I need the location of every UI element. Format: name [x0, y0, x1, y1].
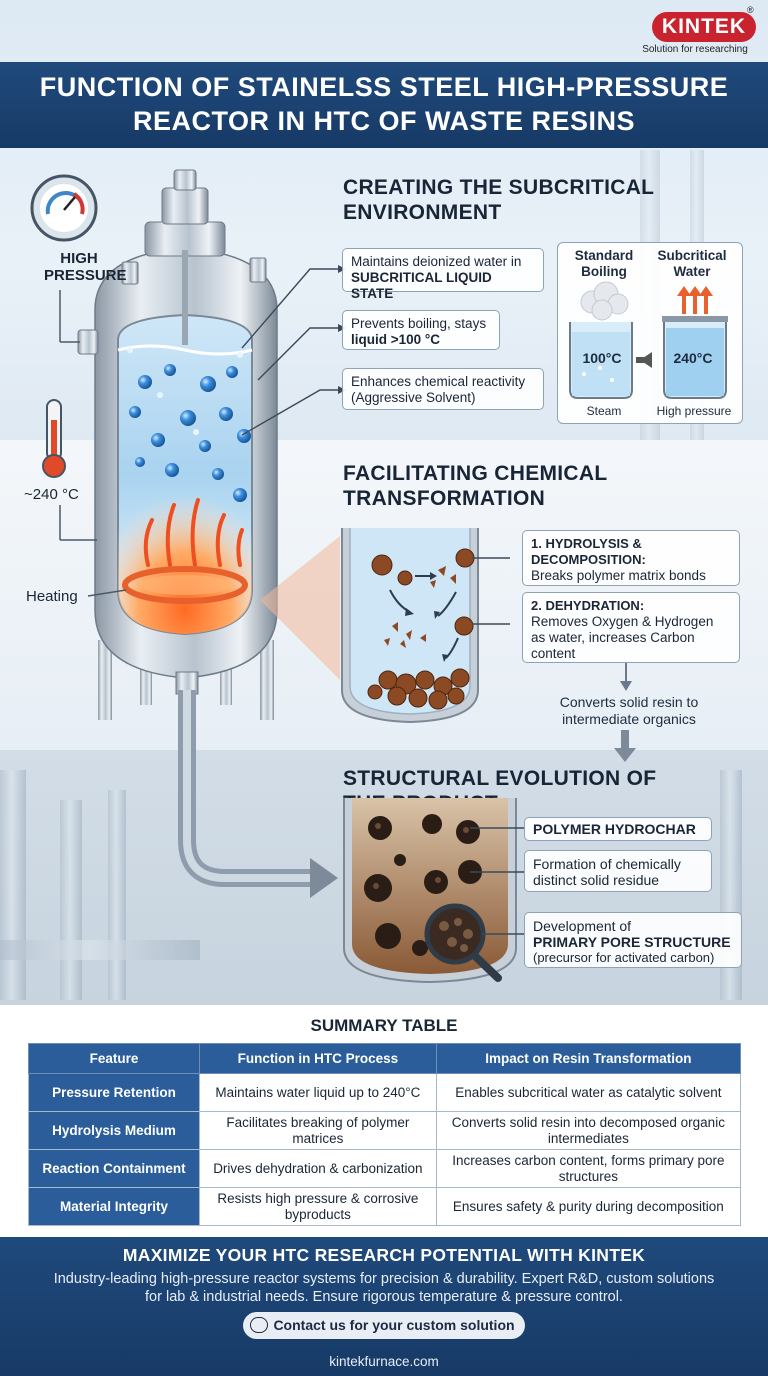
callout-polymer-hydrochar: POLYMER HYDROCHAR — [524, 817, 712, 841]
section-title-transformation: FACILITATING CHEMICAL TRANSFORMATION — [343, 462, 608, 510]
footer-description: Industry-leading high-pressure reactor s… — [53, 1271, 715, 1305]
pressure-lid — [662, 316, 728, 322]
table-cell: Pressure Retention — [28, 1073, 200, 1112]
water-molecules — [127, 347, 251, 502]
heating-label: Heating — [26, 588, 78, 605]
table-cell: Ensures safety & purity during decomposi… — [435, 1187, 742, 1226]
down-arrow-icon — [620, 663, 632, 691]
column-header: Feature — [28, 1043, 200, 1074]
mail-icon — [250, 1317, 268, 1333]
standard-boiling-title: Standard Boiling — [574, 248, 634, 279]
background-pipe — [108, 790, 126, 1000]
transformation-vessel — [260, 528, 510, 724]
table-row: Hydrolysis Medium Facilitates breaking o… — [28, 1111, 742, 1150]
pressure-port — [77, 329, 99, 355]
title-banner — [0, 62, 768, 148]
table-cell: Material Integrity — [28, 1187, 200, 1226]
background-pipe — [60, 800, 82, 1000]
zoom-beam — [260, 536, 340, 680]
table-header-row: Feature Function in HTC Process Impact o… — [28, 1043, 742, 1074]
table-cell: Increases carbon content, forms primary … — [435, 1149, 742, 1188]
table-cell: Facilitates breaking of polymer matrices — [199, 1111, 437, 1150]
temperature-label: ~240 °C — [24, 486, 79, 503]
resin-beads — [367, 548, 475, 710]
column-header: Function in HTC Process — [199, 1043, 437, 1074]
resin-fragments — [384, 566, 456, 648]
table-cell: Enables subcritical water as catalytic s… — [435, 1073, 742, 1112]
reactor-top — [161, 187, 209, 225]
brand-tagline: Solution for researching — [642, 44, 748, 55]
summary-table: Feature Function in HTC Process Impact o… — [28, 1043, 742, 1226]
table-cell: Drives dehydration & carbonization — [199, 1149, 437, 1188]
reactor-port — [249, 257, 267, 283]
heating-ring — [122, 566, 248, 604]
table-row: Pressure Retention Maintains water liqui… — [28, 1073, 742, 1112]
heating-zone — [118, 470, 252, 634]
heat-arrows — [143, 498, 244, 567]
reactor-leg — [98, 640, 112, 720]
subcritical-temp: 240°C — [673, 350, 713, 366]
footer-band — [0, 1237, 768, 1376]
background-pipe — [0, 940, 200, 960]
summary-title: SUMMARY TABLE — [310, 1016, 458, 1035]
callout-reactivity: Enhances chemical reactivity(Aggressive … — [342, 368, 544, 410]
table-row: Material Integrity Resists high pressure… — [28, 1187, 742, 1226]
table-cell: Resists high pressure & corrosive byprod… — [199, 1187, 437, 1226]
subcritical-water-title: Subcritical Water — [657, 248, 727, 279]
callout-pore-structure: Development of PRIMARY PORE STRUCTURE (p… — [524, 912, 742, 968]
reactor-port — [121, 261, 139, 285]
steam-caption: Steam — [586, 404, 622, 418]
water-surface — [117, 344, 253, 356]
background-pipe — [0, 770, 26, 1000]
reactor-leg — [260, 640, 274, 720]
converts-note: Converts solid resin to intermediate org… — [559, 694, 699, 727]
high-pressure-caption: High pressure — [656, 404, 732, 418]
brand-logo[interactable]: KINTEK — [652, 12, 756, 42]
column-header: Impact on Resin Transformation — [435, 1043, 742, 1074]
registered-mark: ® — [747, 5, 754, 15]
table-cell: Hydrolysis Medium — [28, 1111, 200, 1150]
pressure-label: HIGH PRESSURE — [44, 250, 127, 284]
callout-dehydration: 2. DEHYDRATION: Removes Oxygen & Hydroge… — [522, 592, 740, 663]
footer-title: MAXIMIZE YOUR HTC RESEARCH POTENTIAL WIT… — [122, 1245, 646, 1265]
table-cell: Maintains water liquid up to 240°C — [199, 1073, 437, 1112]
table-cell: Converts solid resin into decomposed org… — [435, 1111, 742, 1150]
down-arrow-icon — [614, 730, 636, 762]
callout-hydrolysis: 1. HYDROLYSIS & DECOMPOSITION: Breaks po… — [522, 530, 740, 586]
hydrochar-vessel — [343, 798, 524, 984]
table-row: Reaction Containment Drives dehydration … — [28, 1149, 742, 1188]
section1-connectors — [241, 265, 346, 436]
steam-icon — [580, 281, 629, 321]
section-title-subcritical: CREATING THE SUBCRITICAL ENVIRONMENT — [343, 176, 654, 224]
beaker-comparison — [569, 281, 728, 399]
stirrer-shaft — [182, 250, 188, 345]
website-link[interactable]: kintekfurnace.com — [329, 1354, 439, 1369]
page-title: FUNCTION OF STAINELSS STEEL HIGH-PRESSUR… — [39, 72, 729, 136]
contact-button[interactable]: Contact us for your custom solution — [243, 1312, 525, 1339]
outlet-pipe — [178, 690, 338, 898]
standard-temp: 100°C — [582, 350, 622, 366]
pressure-arrows-icon — [677, 286, 713, 314]
reactor-valve — [173, 169, 197, 191]
reactor-illustration — [30, 169, 278, 720]
callout-solid-residue: Formation of chemically distinct solid r… — [524, 850, 712, 892]
table-cell: Reaction Containment — [28, 1149, 200, 1188]
